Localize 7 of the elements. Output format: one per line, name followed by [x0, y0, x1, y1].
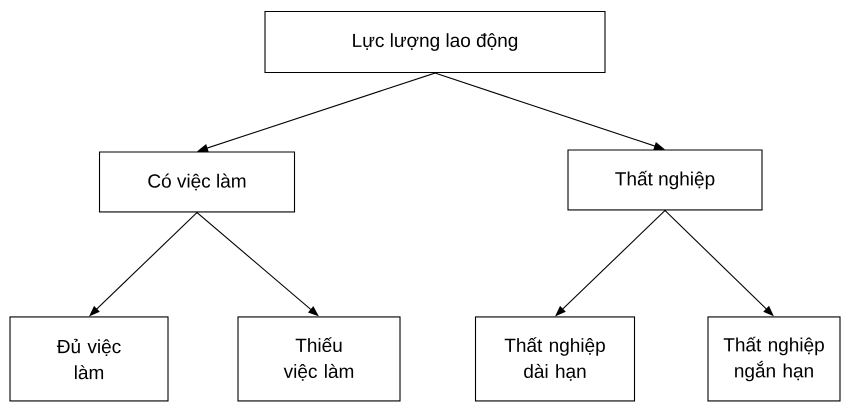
box: Đủ việc làm: [9, 316, 169, 402]
box: Thiếu việc làm: [237, 316, 401, 402]
box: Thất nghiệp ngắn hạn: [707, 316, 841, 402]
box: Thất nghiệp dài hạn: [474, 316, 636, 402]
box: Lực lượng lao động: [264, 10, 606, 74]
box: Có việc làm: [98, 151, 296, 213]
box: Thất nghiệp: [567, 149, 763, 211]
